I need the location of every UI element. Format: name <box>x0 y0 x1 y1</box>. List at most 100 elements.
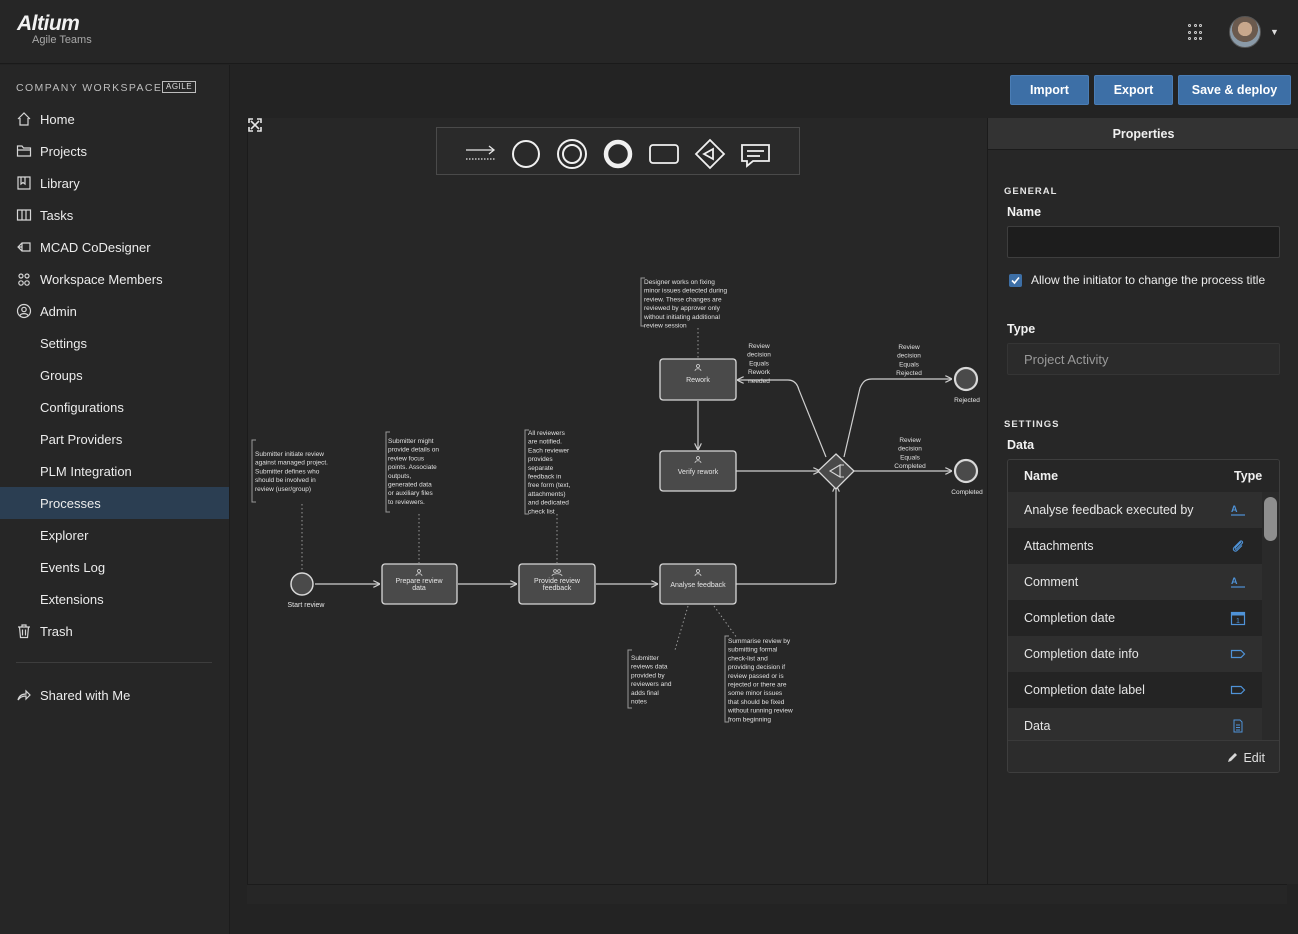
sidebar-item-events-log[interactable]: Events Log <box>0 551 229 583</box>
svg-text:A: A <box>1231 504 1238 514</box>
sidebar-item-shared-with-me[interactable]: Shared with Me <box>0 679 229 711</box>
process-canvas[interactable]: Prepare review data Provide review feedb… <box>247 118 987 884</box>
start-event-icon[interactable] <box>512 140 540 168</box>
table-row[interactable]: Completion date info <box>1008 636 1262 672</box>
annotation-provide: are notified. <box>528 439 562 446</box>
table-row[interactable]: Comment A <box>1008 564 1262 600</box>
fullscreen-icon[interactable] <box>248 118 262 132</box>
name-input[interactable] <box>1007 226 1280 258</box>
flow-label-completed: Completed <box>894 463 926 470</box>
sidebar-item-label: Events Log <box>40 559 106 575</box>
data-label: Data <box>1007 438 1035 452</box>
settings-section-title: SETTINGS <box>1004 419 1060 430</box>
sidebar-item-part-providers[interactable]: Part Providers <box>0 423 229 455</box>
annotation-start: review (user/group) <box>255 486 311 493</box>
flow-label-rejected: Rejected <box>896 370 922 377</box>
table-scrollbar[interactable] <box>1262 492 1279 740</box>
sidebar-item-label: Configurations <box>40 399 124 415</box>
text-type-icon: A <box>1231 504 1245 516</box>
document-type-icon <box>1233 719 1243 733</box>
sidebar-item-explorer[interactable]: Explorer <box>0 519 229 551</box>
flow-label-rejected: decision <box>897 353 921 360</box>
sidebar-item-mcad-codesigner[interactable]: MCAD CoDesigner <box>0 231 229 263</box>
table-row[interactable]: Data <box>1008 708 1262 744</box>
sidebar-item-workspace-members[interactable]: Workspace Members <box>0 263 229 295</box>
avatar[interactable] <box>1229 16 1261 48</box>
scrollbar-thumb[interactable] <box>1264 497 1277 541</box>
save-deploy-button[interactable]: Save & deploy <box>1178 75 1291 105</box>
annotation-provide: free form (text, <box>528 482 570 489</box>
annotation-start: should be involved in <box>255 477 316 484</box>
sidebar-item-extensions[interactable]: Extensions <box>0 583 229 615</box>
annotation-start: Submitter initiate review <box>255 451 324 458</box>
sidebar-item-label: Explorer <box>40 527 89 543</box>
flow-label-completed: decision <box>898 446 922 453</box>
row-name: Data <box>1024 719 1051 733</box>
sidebar-item-settings[interactable]: Settings <box>0 327 229 359</box>
annotation-provide: feedback in <box>528 474 562 481</box>
sidebar-item-tasks[interactable]: Tasks <box>0 199 229 231</box>
sidebar-item-home[interactable]: Home <box>0 103 229 135</box>
row-name: Comment <box>1024 575 1079 589</box>
sequence-flow-icon[interactable] <box>466 145 496 160</box>
annotation-analyse-right: from beginning <box>728 716 771 723</box>
allow-change-title-checkbox[interactable] <box>1009 274 1022 287</box>
annotation-prepare: points. Associate <box>388 464 437 471</box>
apps-grid-icon[interactable] <box>1188 24 1205 41</box>
gateway-icon[interactable] <box>694 138 726 170</box>
table-row[interactable]: Completion date label <box>1008 672 1262 708</box>
sidebar-item-groups[interactable]: Groups <box>0 359 229 391</box>
annotation-provide: Each reviewer <box>528 447 570 454</box>
svg-text:1: 1 <box>1236 618 1240 625</box>
flow-label-rework: Rework <box>748 369 771 376</box>
start-event-label: Start review <box>288 602 326 609</box>
divider <box>16 662 212 663</box>
process-diagram: Prepare review data Provide review feedb… <box>251 277 983 723</box>
edit-label: Edit <box>1243 751 1265 765</box>
export-button[interactable]: Export <box>1094 75 1173 105</box>
end-event-icon[interactable] <box>603 139 633 169</box>
table-footer: Edit <box>1008 740 1279 772</box>
sidebar-item-projects[interactable]: Projects <box>0 135 229 167</box>
end-completed-label: Completed <box>951 489 983 496</box>
library-icon <box>17 176 31 190</box>
sidebar-item-admin[interactable]: Admin <box>0 295 229 327</box>
import-button[interactable]: Import <box>1010 75 1089 105</box>
label-type-icon <box>1230 685 1246 695</box>
svg-text:A: A <box>1231 576 1238 586</box>
sidebar-item-trash[interactable]: Trash <box>0 615 229 647</box>
sidebar-item-configurations[interactable]: Configurations <box>0 391 229 423</box>
workspace-label: COMPANY WORKSPACE <box>16 82 163 94</box>
sidebar-item-library[interactable]: Library <box>0 167 229 199</box>
brand-logo[interactable]: Altium Agile Teams <box>17 12 92 46</box>
task-prepare-line2: data <box>412 585 426 592</box>
admin-icon <box>16 303 32 319</box>
annotation-prepare: outputs, <box>388 473 411 480</box>
intermediate-event-icon[interactable] <box>557 139 587 169</box>
sidebar-item-label: Library <box>40 175 80 191</box>
date-type-icon: 1 <box>1230 611 1246 626</box>
sidebar-item-processes[interactable]: Processes <box>0 487 229 519</box>
task-verify-label: Verify rework <box>678 469 719 476</box>
properties-title: Properties <box>988 118 1298 150</box>
annotation-provide: and dedicated <box>528 500 569 507</box>
annotation-analyse-right: rejected or there are <box>728 682 787 689</box>
flow-label-rejected: Review <box>898 344 920 351</box>
annotation-analyse-left: provided by <box>631 672 665 679</box>
action-toolbar: Import Export Save & deploy <box>230 65 1298 117</box>
annotation-icon[interactable] <box>741 144 770 168</box>
sidebar-item-plm-integration[interactable]: PLM Integration <box>0 455 229 487</box>
annotation-analyse-left: Submitter <box>631 655 660 662</box>
check-icon <box>1011 276 1020 285</box>
task-icon[interactable] <box>649 144 679 164</box>
edit-button[interactable]: Edit <box>1227 751 1265 765</box>
chevron-down-icon[interactable]: ▼ <box>1270 27 1279 37</box>
sidebar-item-label: Workspace Members <box>40 271 163 287</box>
end-rejected-label: Rejected <box>954 397 980 404</box>
properties-panel: Properties GENERAL Name Allow the initia… <box>987 118 1298 884</box>
sidebar-item-label: Part Providers <box>40 431 123 447</box>
table-row[interactable]: Attachments <box>1008 528 1262 564</box>
